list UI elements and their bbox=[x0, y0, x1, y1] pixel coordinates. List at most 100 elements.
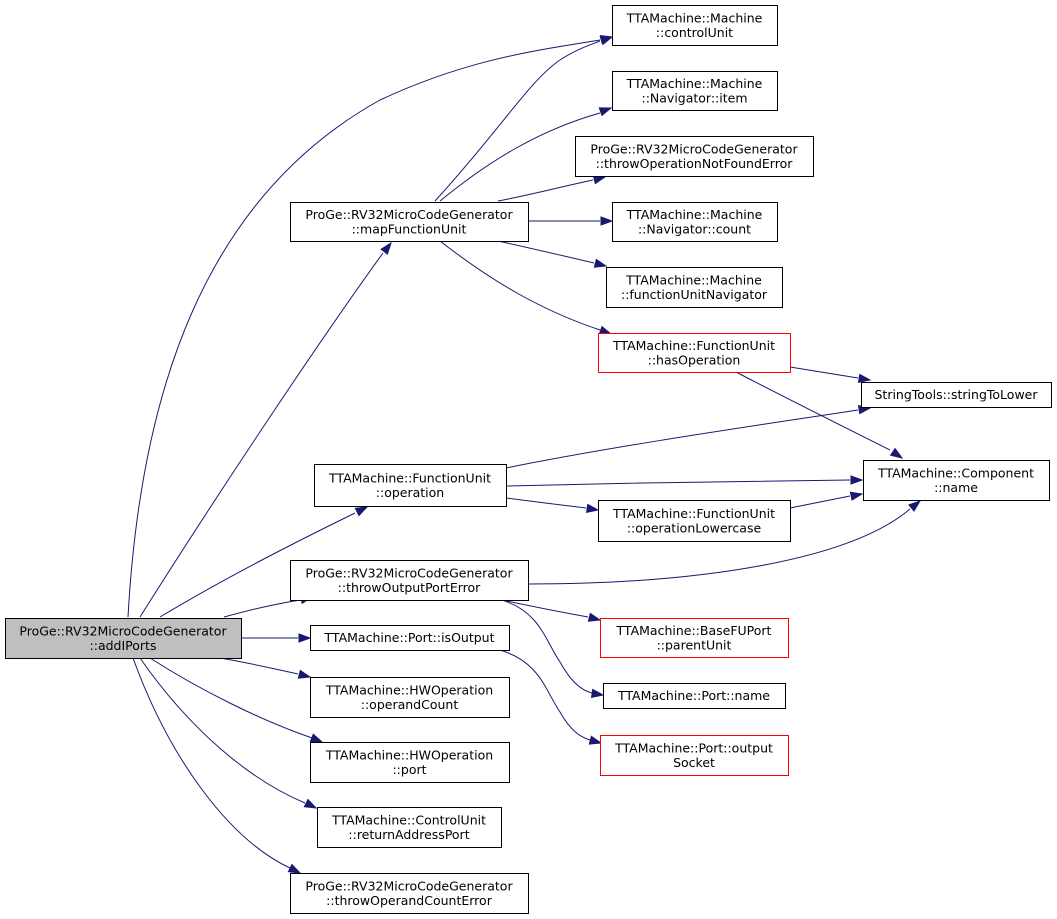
node-label: TTAMachine::FunctionUnit bbox=[328, 470, 491, 485]
node-label: ::returnAddressPort bbox=[348, 827, 469, 842]
edge-map-throwOpNotFound bbox=[497, 179, 594, 202]
edge-addIPorts-mapFunctionUnit bbox=[139, 252, 384, 618]
edge-addIPorts-operation bbox=[159, 512, 356, 618]
node-label: TTAMachine::Machine bbox=[625, 272, 762, 287]
edge-map-fuNavigator bbox=[497, 240, 595, 264]
edge-isOutput-outputSocket bbox=[499, 649, 591, 741]
node-operation-lowercase[interactable]: TTAMachine::FunctionUnit::operationLower… bbox=[598, 500, 791, 542]
node-throw-operand-count[interactable]: ProGe::RV32MicroCodeGenerator::throwOper… bbox=[290, 873, 529, 914]
node-label: TTAMachine::HWOperation bbox=[325, 747, 493, 762]
edge-operation-componentName bbox=[505, 479, 851, 487]
node-parent-unit[interactable]: TTAMachine::BaseFUPort::parentUnit bbox=[600, 618, 789, 658]
node-box bbox=[310, 625, 510, 651]
node-label: TTAMachine::Machine bbox=[626, 76, 763, 91]
node-box bbox=[290, 202, 529, 242]
node-label: TTAMachine::Machine bbox=[626, 10, 763, 25]
node-control-unit[interactable]: TTAMachine::Machine::controlUnit bbox=[612, 5, 778, 46]
edge-throwOutput-componentName bbox=[527, 508, 911, 585]
edge-map-navCount-arrowhead bbox=[600, 216, 614, 226]
node-box bbox=[612, 202, 778, 242]
node-box bbox=[575, 136, 814, 177]
node-return-address-port[interactable]: TTAMachine::ControlUnit::returnAddressPo… bbox=[317, 807, 502, 848]
edge-throwOutput-parentUnit bbox=[501, 599, 589, 618]
node-label: ProGe::RV32MicroCodeGenerator bbox=[305, 565, 513, 580]
node-box bbox=[290, 873, 529, 914]
node-throw-op-not-found[interactable]: ProGe::RV32MicroCodeGenerator::throwOper… bbox=[575, 136, 814, 177]
node-string-to-lower[interactable]: StringTools::stringToLower bbox=[861, 382, 1052, 408]
node-label: ProGe::RV32MicroCodeGenerator bbox=[590, 141, 798, 156]
edge-operation-stringToLower bbox=[505, 409, 859, 469]
node-box bbox=[612, 5, 778, 46]
edge-operation-operationLowercase-arrowhead bbox=[585, 503, 600, 513]
node-operand-count[interactable]: TTAMachine::HWOperation::operandCount bbox=[310, 677, 510, 718]
node-label: ProGe::RV32MicroCodeGenerator bbox=[305, 878, 513, 893]
node-label: TTAMachine::FunctionUnit bbox=[612, 338, 775, 353]
edge-map-fuNavigator-arrowhead bbox=[593, 258, 608, 268]
node-label: TTAMachine::HWOperation bbox=[325, 682, 493, 697]
call-graph-nodes: ProGe::RV32MicroCodeGenerator::addIPorts… bbox=[5, 5, 1052, 914]
node-box bbox=[600, 735, 789, 776]
node-label: ::throwOutputPortError bbox=[338, 580, 482, 595]
node-label: ::mapFunctionUnit bbox=[352, 221, 467, 236]
edge-addIPorts-throwOperandCount-arrowhead bbox=[287, 863, 302, 874]
node-nav-item[interactable]: TTAMachine::Machine::Navigator::item bbox=[612, 71, 778, 111]
node-throw-output-port[interactable]: ProGe::RV32MicroCodeGenerator::throwOutp… bbox=[290, 560, 529, 601]
edge-operation-componentName-arrowhead bbox=[850, 475, 864, 485]
node-label: ProGe::RV32MicroCodeGenerator bbox=[305, 207, 513, 222]
edge-addIPorts-hwPort-arrowhead bbox=[309, 733, 324, 743]
node-label: ::addIPorts bbox=[90, 638, 157, 653]
node-box bbox=[310, 742, 510, 783]
node-box bbox=[861, 382, 1052, 408]
node-label: StringTools::stringToLower bbox=[874, 387, 1038, 402]
edge-addIPorts-returnAddressPort bbox=[139, 657, 306, 804]
node-add-i-ports: ProGe::RV32MicroCodeGenerator::addIPorts bbox=[5, 618, 242, 659]
edge-addIPorts-mapFunctionUnit-arrowhead bbox=[380, 241, 392, 255]
edge-isOutput-outputSocket-arrowhead bbox=[588, 735, 603, 745]
edge-addIPorts-operation-arrowhead bbox=[354, 506, 369, 517]
node-label: ProGe::RV32MicroCodeGenerator bbox=[19, 623, 227, 638]
node-nav-count[interactable]: TTAMachine::Machine::Navigator::count bbox=[612, 202, 778, 242]
node-box bbox=[606, 267, 783, 308]
edge-hasOp-stringToLower-arrowhead bbox=[857, 373, 872, 383]
edge-addIPorts-operandCount bbox=[219, 657, 299, 675]
node-map-function-unit[interactable]: ProGe::RV32MicroCodeGenerator::mapFuncti… bbox=[290, 202, 529, 242]
node-label: ::controlUnit bbox=[656, 25, 733, 40]
node-port-name[interactable]: TTAMachine::Port::name bbox=[603, 683, 786, 709]
node-label: TTAMachine::Port::output bbox=[614, 740, 773, 755]
edge-addIPorts-hwPort bbox=[149, 657, 313, 739]
node-label: TTAMachine::Port::name bbox=[617, 688, 770, 703]
node-label: ::Navigator::count bbox=[638, 221, 751, 236]
node-has-operation[interactable]: TTAMachine::FunctionUnit::hasOperation bbox=[598, 333, 791, 373]
node-label: ::throwOperandCountError bbox=[326, 893, 493, 908]
node-box bbox=[598, 333, 791, 373]
edge-throwOutput-portName-arrowhead bbox=[590, 688, 605, 698]
node-box bbox=[598, 500, 791, 542]
node-box bbox=[310, 677, 510, 718]
edge-map-controlUnit-arrowhead bbox=[599, 36, 614, 46]
edge-addIPorts-returnAddressPort-arrowhead bbox=[303, 798, 318, 809]
node-label: ::parentUnit bbox=[657, 637, 732, 652]
edge-addIPorts-throwOperandCount bbox=[132, 657, 291, 869]
node-label: TTAMachine::Machine bbox=[626, 207, 763, 222]
node-hw-port[interactable]: TTAMachine::HWOperation::port bbox=[310, 742, 510, 783]
node-label: ::hasOperation bbox=[648, 352, 741, 367]
node-component-name[interactable]: TTAMachine::Component::name bbox=[863, 460, 1050, 501]
node-label: ::functionUnitNavigator bbox=[621, 287, 768, 302]
node-label: ::name bbox=[934, 480, 978, 495]
node-box bbox=[290, 560, 529, 601]
edge-map-navItem bbox=[439, 112, 601, 202]
node-fu-navigator[interactable]: TTAMachine::Machine::functionUnitNavigat… bbox=[606, 267, 783, 308]
node-box bbox=[314, 464, 507, 507]
edge-hasOp-componentName-arrowhead bbox=[889, 447, 904, 459]
node-label: ::throwOperationNotFoundError bbox=[596, 156, 794, 171]
edge-throwOutput-portName bbox=[501, 599, 593, 694]
node-box bbox=[863, 460, 1050, 501]
node-label: TTAMachine::Component bbox=[877, 465, 1034, 480]
edge-addIPorts-isOutput-arrowhead bbox=[298, 633, 312, 643]
node-box bbox=[603, 683, 786, 709]
node-is-output[interactable]: TTAMachine::Port::isOutput bbox=[310, 625, 510, 651]
node-operation[interactable]: TTAMachine::FunctionUnit::operation bbox=[314, 464, 507, 507]
node-label: TTAMachine::Port::isOutput bbox=[324, 630, 495, 645]
edge-opLower-componentName-arrowhead bbox=[849, 491, 864, 501]
